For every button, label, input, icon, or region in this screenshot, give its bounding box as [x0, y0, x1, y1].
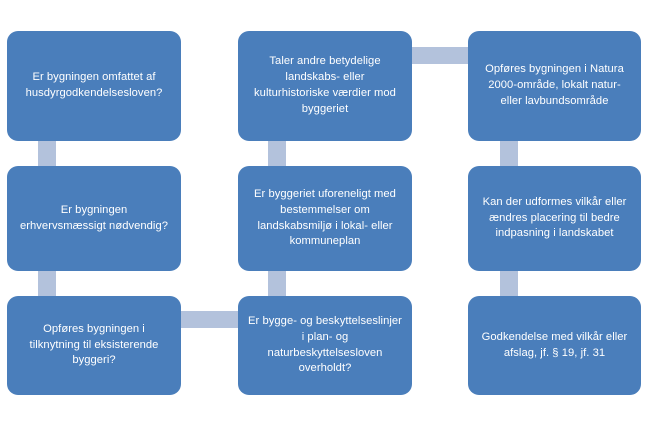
node-r2c1[interactable]: Er bygningen erhvervsmæssigt nødvendig? — [7, 166, 181, 271]
node-r1c1[interactable]: Er bygningen omfattet af husdyrgodkendel… — [7, 31, 181, 141]
connector-r1c2-to-r1c3 — [410, 47, 470, 64]
node-r1c3-label: Opføres bygningen i Natura 2000-område, … — [485, 63, 624, 107]
node-r3c2[interactable]: Er bygge- og beskyttelseslinjer i plan- … — [238, 296, 412, 395]
node-r3c1[interactable]: Opføres bygningen i tilknytning til eksi… — [7, 296, 181, 395]
connector-r2c2-to-r3c2 — [268, 269, 286, 298]
connector-r2c3-to-r3c3 — [500, 269, 518, 298]
node-r1c2-label: Taler andre betydelige landskabs- eller … — [254, 55, 396, 115]
node-r3c3-label: Godkendelse med vilkår eller afslag, jf.… — [481, 330, 628, 359]
connector-r1c3-to-r2c3 — [500, 139, 518, 168]
connector-r1c2-to-r2c2 — [268, 139, 286, 168]
connector-r1c1-to-r2c1 — [38, 139, 56, 168]
node-r2c3-label: Kan der udformes vilkår eller ændres pla… — [482, 195, 627, 240]
connector-r3c1-to-r3c2 — [178, 311, 240, 328]
node-r3c2-label: Er bygge- og beskyttelseslinjer i plan- … — [248, 314, 402, 375]
node-r1c3[interactable]: Opføres bygningen i Natura 2000-område, … — [468, 31, 641, 141]
connector-r2c1-to-r3c1 — [38, 269, 56, 298]
node-r2c2-label: Er byggeriet uforeneligt med bestemmelse… — [254, 187, 396, 248]
node-r2c3[interactable]: Kan der udformes vilkår eller ændres pla… — [468, 166, 641, 271]
node-r2c1-label: Er bygningen erhvervsmæssigt nødvendig? — [19, 203, 169, 232]
node-r1c1-label: Er bygningen omfattet af husdyrgodkendel… — [25, 71, 163, 99]
node-r2c2[interactable]: Er byggeriet uforeneligt med bestemmelse… — [238, 166, 412, 271]
node-r3c1-label: Opføres bygningen i tilknytning til eksi… — [29, 322, 159, 367]
node-r1c2[interactable]: Taler andre betydelige landskabs- eller … — [238, 31, 412, 141]
node-r3c3[interactable]: Godkendelse med vilkår eller afslag, jf.… — [468, 296, 641, 395]
